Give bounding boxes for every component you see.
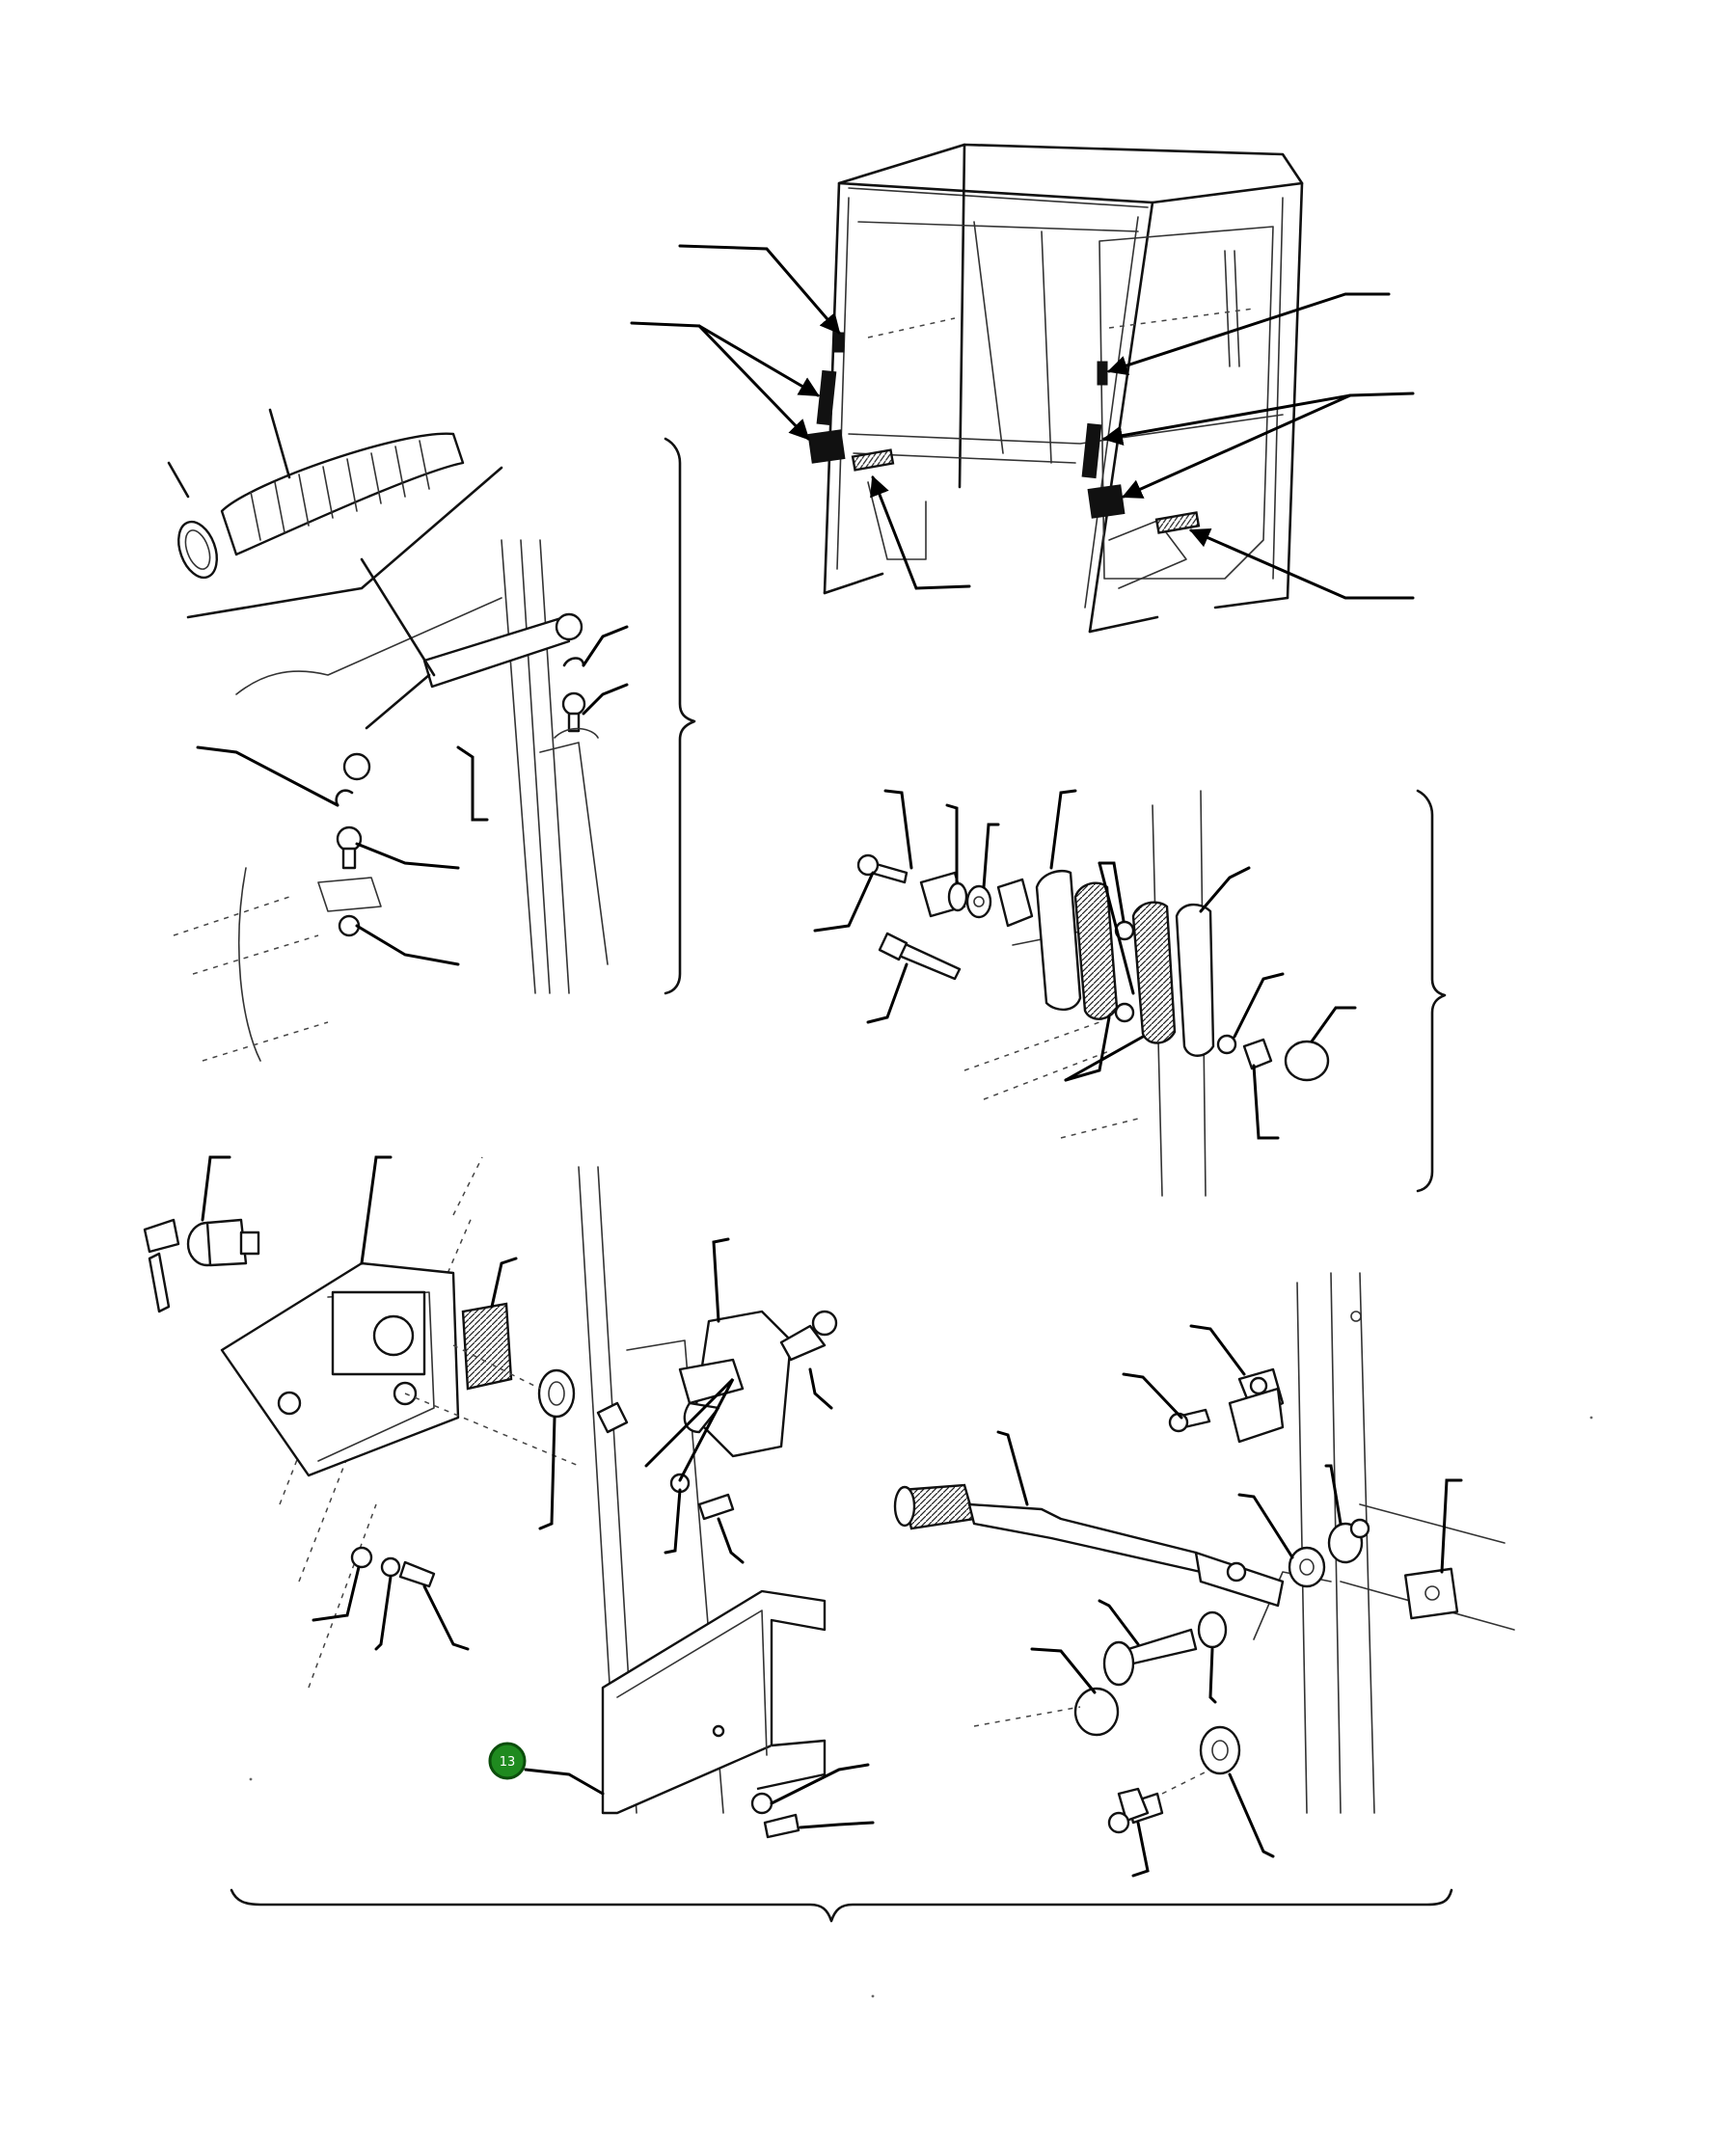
- gas-strut-assembly: [167, 408, 696, 1062]
- callout-13[interactable]: 13: [488, 1742, 527, 1780]
- callout-13-circle[interactable]: [488, 1742, 527, 1780]
- bellows-boot: [167, 408, 503, 619]
- door-stop-mount-assembly: [813, 789, 1447, 1197]
- cab-assembly: [630, 143, 1415, 634]
- callout-13-label: 13: [500, 1755, 516, 1770]
- door-handle-assembly: [893, 1272, 1515, 1878]
- door-lock-assembly: [143, 1155, 875, 1839]
- guard-plate: [601, 1589, 827, 1839]
- bottom-brace: [230, 1888, 1453, 1923]
